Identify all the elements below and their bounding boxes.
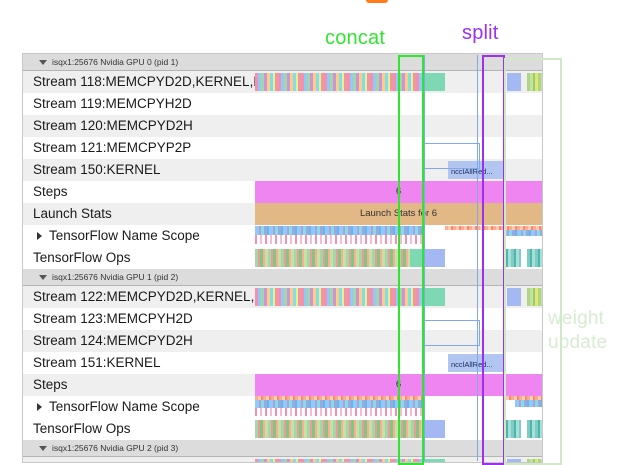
- track-label: Stream 123:MEMCPYH2D: [33, 308, 255, 330]
- timeline-block[interactable]: [255, 288, 423, 306]
- track-label: Steps: [33, 181, 255, 203]
- timeline-block-concat[interactable]: [423, 459, 445, 462]
- track-label: Stream 118:MEMCPYD2D,KERNEL,ME: [33, 71, 255, 93]
- track-lane[interactable]: ncclAllRed...: [255, 352, 542, 374]
- group-header-label: isqx1:25676 Nvidia GPU 0 (pid 1): [52, 57, 179, 67]
- annotation-box-split: [482, 55, 505, 465]
- chevron-right-icon[interactable]: [37, 232, 42, 240]
- annotation-line-nccl-right: [477, 55, 478, 461]
- timeline-block-concat[interactable]: [423, 288, 445, 306]
- track-label: Stream 124:MEMCPYD2H: [33, 330, 255, 352]
- track-label: Stream 151:KERNEL: [33, 352, 255, 374]
- annotation-box-nccl-gpu0: [424, 143, 480, 169]
- track-row[interactable]: Stream 119:MEMCPYH2D: [23, 93, 542, 115]
- track-label: TensorFlow Name Scope: [49, 396, 255, 418]
- track-lane[interactable]: ncclAllRed...: [255, 159, 542, 181]
- timeline-block-split[interactable]: [507, 73, 521, 91]
- track-label: Stream 120:MEMCPYD2H: [33, 115, 255, 137]
- trace-viewer-panel[interactable]: isqx1:25676 Nvidia GPU 0 (pid 1) Stream …: [22, 53, 543, 463]
- track-row[interactable]: Stream 150:KERNEL ncclAllRed...: [23, 159, 542, 181]
- timeline-block[interactable]: [515, 400, 542, 407]
- chevron-down-icon[interactable]: [39, 274, 47, 280]
- track-label: Stream 122:MEMCPYD2D,KERNEL,MI: [33, 286, 255, 308]
- group-header-gpu0[interactable]: isqx1:25676 Nvidia GPU 0 (pid 1): [23, 54, 542, 71]
- timeline-block[interactable]: [255, 396, 423, 400]
- timeline-block[interactable]: [255, 73, 423, 91]
- group-header-gpu2[interactable]: isqx1:25676 Nvidia GPU 2 (pid 3): [23, 440, 542, 457]
- group-header-gpu1[interactable]: isqx1:25676 Nvidia GPU 1 (pid 2): [23, 269, 542, 286]
- timeline-block-weight-update[interactable]: [527, 249, 542, 267]
- track-label: Stream 126:MEMCPYD2D,KERNEL,MI: [33, 457, 255, 462]
- track-lane[interactable]: [255, 396, 542, 418]
- track-row[interactable]: Stream 118:MEMCPYD2D,KERNEL,ME: [23, 71, 542, 93]
- track-label: Steps: [33, 374, 255, 396]
- annotation-line-nccl-left: [424, 55, 425, 461]
- track-row-tensorflow-name-scope[interactable]: TensorFlow Name Scope: [23, 396, 542, 418]
- timeline-block-label: ncclAllRed...: [451, 360, 493, 369]
- timeline-block[interactable]: [255, 249, 423, 267]
- track-label: Stream 119:MEMCPYH2D: [33, 93, 255, 115]
- track-row[interactable]: Stream 151:KERNEL ncclAllRed...: [23, 352, 542, 374]
- timeline-block[interactable]: [445, 226, 542, 230]
- timeline-block[interactable]: [503, 230, 542, 236]
- annotation-box-weight-update: [504, 58, 562, 465]
- track-lane[interactable]: [255, 247, 542, 269]
- annotation-label-split: split: [462, 22, 499, 44]
- track-label: TensorFlow Ops: [33, 418, 255, 440]
- track-row[interactable]: Stream 123:MEMCPYH2D: [23, 308, 542, 330]
- track-row[interactable]: Stream 121:MEMCPYP2P: [23, 137, 542, 159]
- track-lane[interactable]: [255, 418, 542, 440]
- timeline-block[interactable]: [423, 249, 445, 267]
- timeline-block[interactable]: [255, 235, 423, 244]
- track-lane[interactable]: [255, 286, 542, 308]
- group-header-label: isqx1:25676 Nvidia GPU 1 (pid 2): [52, 272, 179, 282]
- track-row[interactable]: Launch Stats Launch Stats for 6: [23, 203, 542, 225]
- group-header-label: isqx1:25676 Nvidia GPU 2 (pid 3): [52, 443, 179, 453]
- timeline-block-concat[interactable]: [423, 73, 445, 91]
- timeline-block-split[interactable]: [507, 288, 521, 306]
- track-row[interactable]: Stream 126:MEMCPYD2D,KERNEL,MI: [23, 457, 542, 462]
- timeline-block[interactable]: [255, 420, 423, 438]
- track-row[interactable]: Stream 122:MEMCPYD2D,KERNEL,MI: [23, 286, 542, 308]
- track-rows: isqx1:25676 Nvidia GPU 0 (pid 1) Stream …: [23, 54, 542, 462]
- track-row[interactable]: TensorFlow Ops: [23, 247, 542, 269]
- timeline-block[interactable]: [423, 420, 445, 438]
- timeline-block[interactable]: [255, 226, 423, 235]
- chevron-right-icon[interactable]: [37, 403, 42, 411]
- track-row-tensorflow-name-scope[interactable]: TensorFlow Name Scope: [23, 225, 542, 247]
- timeline-block-nccl-allreduce[interactable]: ncclAllRed...: [448, 354, 503, 372]
- annotation-label-concat: concat: [325, 27, 386, 49]
- track-label: TensorFlow Ops: [33, 247, 255, 269]
- timeline-block-label: ncclAllRed...: [451, 167, 493, 176]
- track-row[interactable]: Steps 6: [23, 374, 542, 396]
- timeline-block[interactable]: [255, 400, 423, 408]
- track-label: Launch Stats: [33, 203, 255, 225]
- track-label: Stream 121:MEMCPYP2P: [33, 137, 255, 159]
- timeline-block-weight-update[interactable]: [527, 420, 542, 438]
- track-row[interactable]: TensorFlow Ops: [23, 418, 542, 440]
- timeline-block-weight-update[interactable]: [527, 73, 542, 91]
- annotation-box-concat: [398, 55, 424, 465]
- timeline-block-concat[interactable]: [410, 249, 423, 267]
- track-lane[interactable]: [255, 225, 542, 247]
- timeline-block-weight-update[interactable]: [527, 288, 542, 306]
- timeline-block[interactable]: [503, 249, 521, 267]
- chevron-down-icon[interactable]: [39, 59, 47, 65]
- track-row[interactable]: Stream 124:MEMCPYD2H: [23, 330, 542, 352]
- track-lane[interactable]: [255, 71, 542, 93]
- timeline-block[interactable]: [503, 420, 521, 438]
- track-label: TensorFlow Name Scope: [49, 225, 255, 247]
- chevron-down-icon[interactable]: [39, 445, 47, 451]
- annotation-box-nccl-gpu1: [424, 320, 480, 346]
- cropped-orange-marker: [366, 0, 388, 3]
- track-label: Stream 150:KERNEL: [33, 159, 255, 181]
- timeline-block[interactable]: [255, 408, 423, 416]
- track-row[interactable]: Steps 6: [23, 181, 542, 203]
- timeline-block[interactable]: [503, 396, 542, 400]
- track-row[interactable]: Stream 120:MEMCPYD2H: [23, 115, 542, 137]
- timeline-block-nccl-allreduce[interactable]: ncclAllRed...: [448, 161, 503, 179]
